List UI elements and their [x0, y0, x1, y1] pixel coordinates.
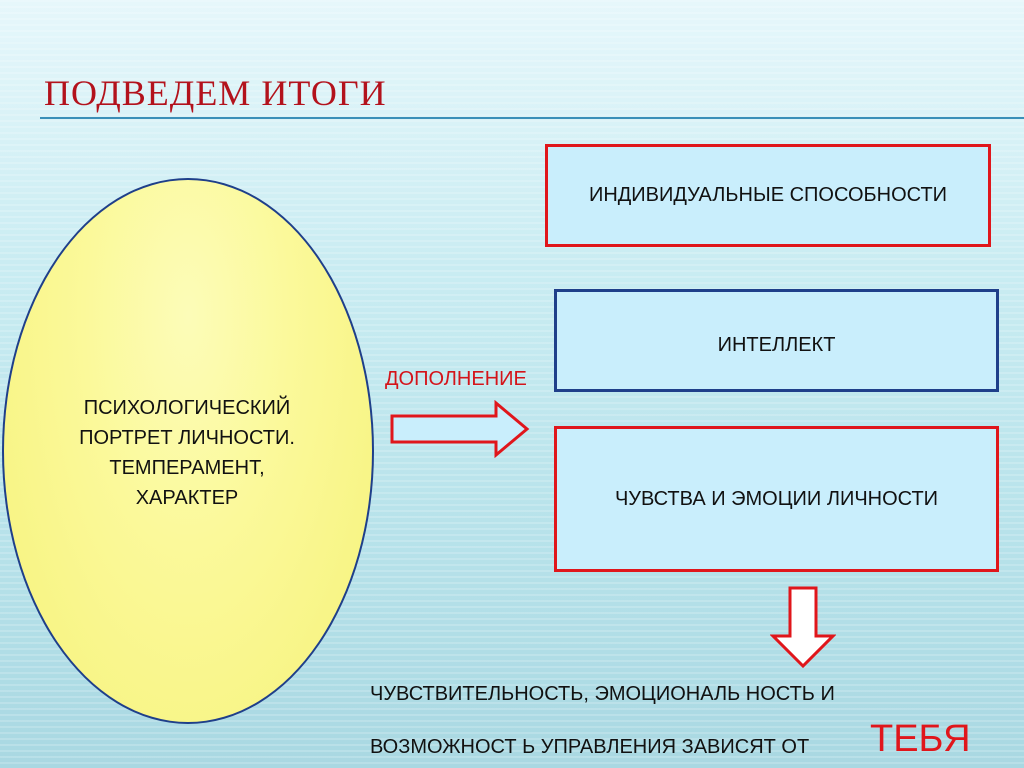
- portrait-line-4: ХАРАКТЕР: [135, 487, 239, 509]
- addition-label: ДОПОЛНЕНИЕ: [385, 368, 527, 390]
- abilities-label: ИНДИВИДУАЛЬНЫЕ СПОСОБНОСТИ: [588, 184, 948, 206]
- portrait-ellipse: [2, 178, 374, 724]
- right-arrow-icon: [390, 400, 530, 458]
- portrait-line-2: ПОРТРЕТ ЛИЧНОСТИ.: [79, 427, 295, 449]
- portrait-line-3: ТЕМПЕРАМЕНТ,: [109, 457, 265, 479]
- abilities-box: ИНДИВИДУАЛЬНЫЕ СПОСОБНОСТИ: [545, 144, 991, 247]
- conclusion-line-2: ВОЗМОЖНОСТ Ь УПРАВЛЕНИЯ ЗАВИСЯТ ОТ: [370, 736, 810, 758]
- down-arrow-icon: [770, 586, 836, 668]
- emotions-box: ЧУВСТВА И ЭМОЦИИ ЛИЧНОСТИ: [554, 426, 999, 572]
- conclusion-emphasis: ТЕБЯ: [870, 718, 971, 760]
- conclusion-line-1: ЧУВСТВИТЕЛЬНОСТЬ, ЭМОЦИОНАЛЬ НОСТЬ И: [370, 683, 835, 705]
- slide-title: ПОДВЕДЕМ ИТОГИ: [44, 73, 387, 113]
- intellect-box: ИНТЕЛЛЕКТ: [554, 289, 999, 392]
- emotions-label: ЧУВСТВА И ЭМОЦИИ ЛИЧНОСТИ: [614, 487, 939, 510]
- intellect-label: ИНТЕЛЛЕКТ: [717, 334, 836, 356]
- portrait-text: ПСИХОЛОГИЧЕСКИЙ ПОРТРЕТ ЛИЧНОСТИ. ТЕМПЕР…: [22, 393, 352, 513]
- title-divider: [40, 117, 1024, 119]
- portrait-line-1: ПСИХОЛОГИЧЕСКИЙ: [83, 397, 291, 419]
